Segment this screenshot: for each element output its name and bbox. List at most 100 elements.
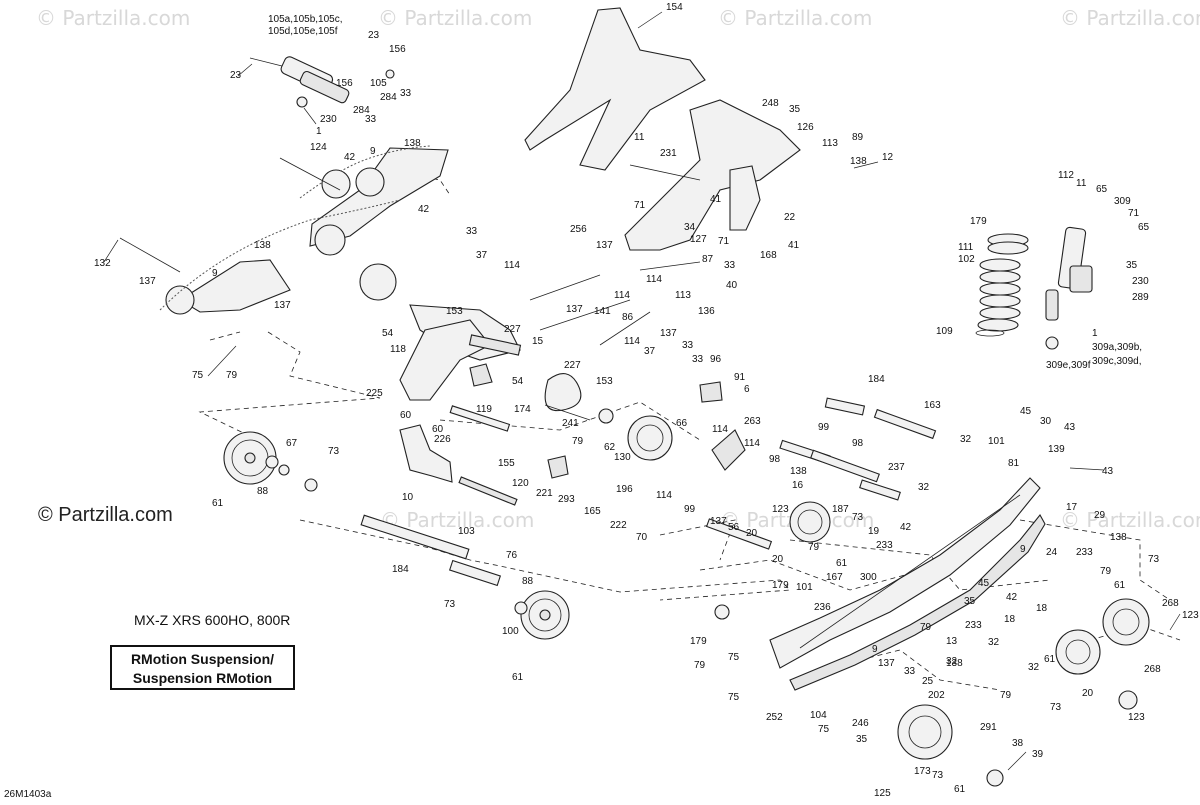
part-callout: 23 bbox=[230, 70, 242, 81]
part-callout: 13 bbox=[946, 636, 958, 647]
part-callout: 113 bbox=[822, 138, 838, 149]
part-callout: 18 bbox=[1036, 603, 1048, 614]
wheel-173 bbox=[897, 704, 953, 760]
part-callout: 233 bbox=[1076, 547, 1093, 558]
watermark-1: © Partzilla.com bbox=[36, 6, 191, 30]
part-callout: 187 bbox=[832, 504, 849, 515]
part-callout: 11 bbox=[634, 132, 645, 143]
part-callout: 61 bbox=[212, 498, 224, 509]
part-callout: 33 bbox=[400, 88, 412, 99]
part-callout: 42 bbox=[344, 152, 356, 163]
reference-code: 26M1403a bbox=[4, 789, 52, 800]
part-callout: 114 bbox=[712, 424, 728, 435]
watermark-7: © Partzilla.com bbox=[1060, 508, 1200, 532]
part-callout: 76 bbox=[506, 550, 518, 561]
part-callout: 179 bbox=[690, 636, 707, 647]
part-callout: 87 bbox=[702, 254, 714, 265]
part-callout: 75 bbox=[192, 370, 204, 381]
part-callout: 263 bbox=[744, 416, 761, 427]
part-callout: 75 bbox=[818, 724, 830, 735]
part-callout: 70 bbox=[636, 532, 648, 543]
part-callout: 118 bbox=[390, 344, 406, 355]
part-callout: 138 bbox=[850, 156, 867, 167]
part-callout: 156 bbox=[389, 44, 406, 55]
part-callout: 120 bbox=[512, 478, 529, 489]
part-callout: 54 bbox=[382, 328, 394, 339]
part-callout: 34 bbox=[684, 222, 696, 233]
part-callout: 126 bbox=[797, 122, 814, 133]
part-callout: 29 bbox=[1094, 510, 1106, 521]
part-callout: 100 bbox=[502, 626, 519, 637]
part-callout: 12 bbox=[882, 152, 894, 163]
part-callout: 138 bbox=[404, 138, 421, 149]
part-callout: 173 bbox=[914, 766, 931, 777]
part-callout: 79 bbox=[226, 370, 238, 381]
part-callout: 137 bbox=[274, 300, 291, 311]
part-callout: 33 bbox=[692, 354, 704, 365]
part-callout: 79 bbox=[572, 436, 584, 447]
part-callout: 66 bbox=[676, 418, 688, 429]
part-callout: 309a,309b, bbox=[1092, 342, 1142, 353]
part-callout: 25 bbox=[922, 676, 934, 687]
part-callout: 71 bbox=[718, 236, 730, 247]
part-callout: 154 bbox=[666, 2, 683, 13]
part-callout: 114 bbox=[624, 336, 640, 347]
part-callout: 9 bbox=[370, 146, 376, 157]
part-callout: 88 bbox=[257, 486, 269, 497]
part-callout: 98 bbox=[769, 454, 781, 465]
part-callout: 42 bbox=[418, 204, 430, 215]
part-callout: 15 bbox=[532, 336, 544, 347]
part-callout: 163 bbox=[924, 400, 941, 411]
part-callout: 184 bbox=[392, 564, 409, 575]
watermark-2: © Partzilla.com bbox=[378, 6, 533, 30]
part-callout: 309e,309f bbox=[1046, 360, 1091, 371]
part-callout: 256 bbox=[570, 224, 587, 235]
part-callout: 112 bbox=[1058, 170, 1074, 181]
diagram-title-box: RMotion Suspension/ Suspension RMotion bbox=[110, 645, 295, 690]
part-callout: 88 bbox=[522, 576, 534, 587]
part-callout: 227 bbox=[504, 324, 521, 335]
idler-wheels bbox=[223, 408, 1150, 787]
part-callout: 155 bbox=[498, 458, 515, 469]
part-callout: 65 bbox=[1138, 222, 1150, 233]
part-callout: 248 bbox=[762, 98, 779, 109]
part-callout: 33 bbox=[904, 666, 916, 677]
part-callout: 38 bbox=[1012, 738, 1024, 749]
part-callout: 226 bbox=[434, 434, 451, 445]
part-callout: 174 bbox=[514, 404, 531, 415]
part-callout: 138 bbox=[1110, 532, 1127, 543]
part-callout: 124 bbox=[310, 142, 327, 153]
part-callout: 73 bbox=[852, 512, 864, 523]
part-callout: 81 bbox=[1008, 458, 1020, 469]
part-callout: 241 bbox=[562, 418, 579, 429]
part-callout: 137 bbox=[596, 240, 613, 251]
part-callout: 137 bbox=[139, 276, 156, 287]
watermark-3: © Partzilla.com bbox=[718, 6, 873, 30]
part-callout: 1 bbox=[316, 126, 322, 137]
part-callout: 9 bbox=[212, 268, 218, 279]
part-callout: 73 bbox=[1148, 554, 1160, 565]
part-callout: 9 bbox=[1020, 544, 1026, 555]
part-callout: 141 bbox=[594, 306, 611, 317]
part-callout: 73 bbox=[1050, 702, 1062, 713]
part-callout: 79 bbox=[920, 622, 932, 633]
part-callout: 79 bbox=[1100, 566, 1112, 577]
part-callout: 202 bbox=[928, 690, 945, 701]
part-callout: 91 bbox=[734, 372, 746, 383]
part-callout: 123 bbox=[1128, 712, 1145, 723]
part-callout: 89 bbox=[852, 132, 864, 143]
part-callout: 156 bbox=[336, 78, 353, 89]
part-callout: 222 bbox=[610, 520, 627, 531]
part-callout: 137 bbox=[566, 304, 583, 315]
part-callout: 32 bbox=[946, 656, 958, 667]
part-callout: 289 bbox=[1132, 292, 1149, 303]
part-callout: 236 bbox=[814, 602, 831, 613]
part-callout: 99 bbox=[684, 504, 696, 515]
part-callout: 18 bbox=[1004, 614, 1016, 625]
part-callout: 11 bbox=[1076, 178, 1087, 189]
part-callout: 165 bbox=[584, 506, 601, 517]
part-callout: 114 bbox=[744, 438, 760, 449]
part-callout: 20 bbox=[772, 554, 784, 565]
part-callout: 123 bbox=[772, 504, 789, 515]
part-callout: 35 bbox=[789, 104, 801, 115]
